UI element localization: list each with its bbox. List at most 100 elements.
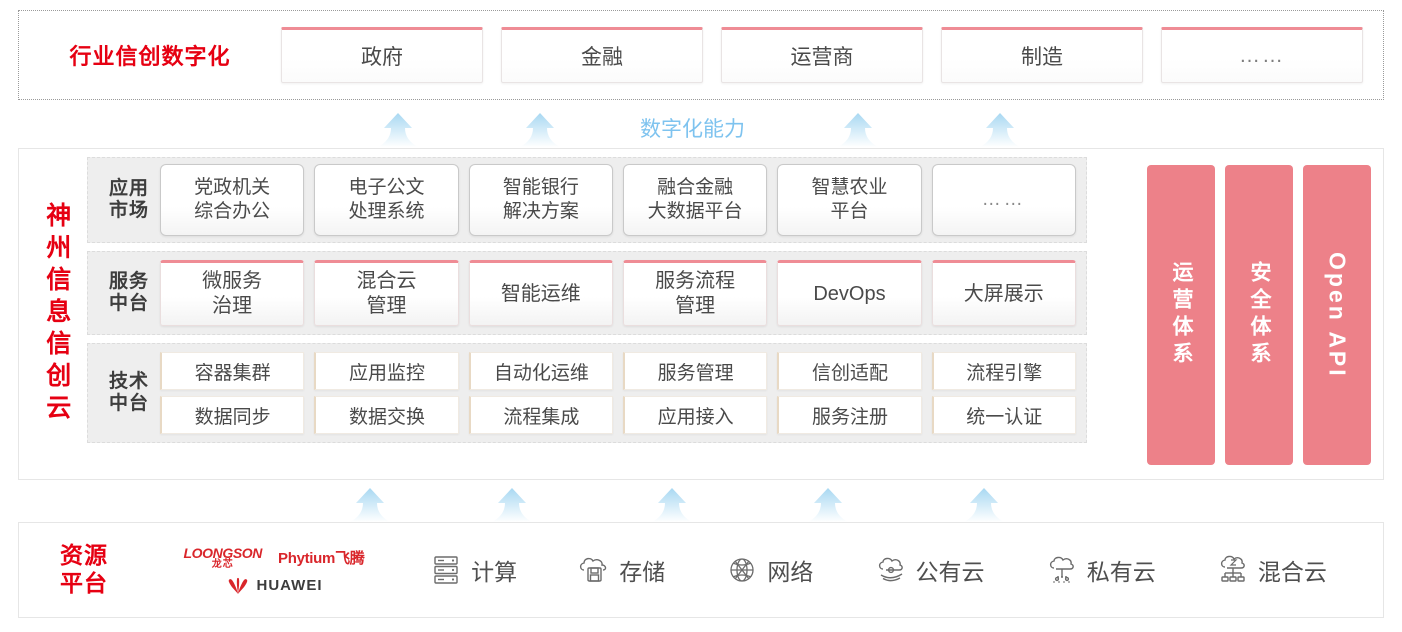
service-card-label: DevOps [813,282,886,305]
app-market-card-list: 党政机关 综合办公 电子公文 处理系统 智能银行 解决方案 融合金融 大数据平台… [160,164,1076,236]
app-card-line1: 智慧农业 平台 [811,177,888,222]
layer-row-service-platform: 服务 中台 微服务 治理 混合云 管理 智能运维 服务流程 管理 [87,251,1087,335]
tech-card-service-registry[interactable]: 服务注册 [777,396,922,434]
layer-label-line2: 市场 [108,200,149,221]
cloud-platform-body: 应用 市场 党政机关 综合办公 电子公文 处理系统 智能银行 解决方案 融合金融… [87,149,1383,479]
industry-card-finance[interactable]: 金融 [501,27,703,83]
pillar-label: 安全体系 [1248,261,1271,369]
service-card-big-screen[interactable]: 大屏展示 [931,260,1076,326]
resource-platform-title: 资源 平台 [19,542,149,597]
tech-card-grid: 容器集群 应用监控 自动化运维 服务管理 信创适配 流程引擎 数据同步 数据交换… [160,352,1076,434]
resource-title-line2: 平台 [60,570,108,596]
cloud-platform-title-block: 神州信息信创云 [19,149,87,479]
service-card-devops[interactable]: DevOps [777,260,922,326]
resource-item-label: 公有云 [915,559,985,585]
layer-label-line1: 应用 [108,178,149,200]
resource-item-hybrid-cloud[interactable]: 混合云 [1216,553,1327,587]
resource-item-label: 混合云 [1257,559,1327,585]
loongson-logo: LOONGSON 龙芯 [183,544,263,570]
industry-band-title: 行业信创数字化 [69,44,231,69]
resource-item-storage[interactable]: 存储 [577,553,665,587]
tech-card-data-sync[interactable]: 数据同步 [160,396,305,434]
service-card-label: 混合云 管理 [356,270,417,317]
service-card-hybrid-cloud-mgmt[interactable]: 混合云 管理 [314,260,459,326]
industry-card-government[interactable]: 政府 [281,27,483,83]
pillar-label: Open API [1324,251,1351,379]
service-card-microservice-governance[interactable]: 微服务 治理 [160,260,305,326]
up-arrow-icon [806,488,850,522]
app-card-fintech-bigdata[interactable]: 融合金融 大数据平台 [622,164,768,236]
industry-card-more[interactable]: …… [1161,27,1363,83]
capability-label: 数字化能力 [640,118,745,141]
up-arrow-icon [836,113,880,147]
network-globe-icon [725,554,759,586]
tech-card-process-integration[interactable]: 流程集成 [468,396,613,434]
layer-row-app-market: 应用 市场 党政机关 综合办公 电子公文 处理系统 智能银行 解决方案 融合金融… [87,157,1087,243]
loongson-logo-cn: 龙芯 [211,558,234,570]
private-cloud-icon [1045,554,1079,586]
pillar-security-system[interactable]: 安全体系 [1225,165,1293,465]
hybrid-cloud-icon [1216,554,1250,586]
loongson-logo-en: LOONGSON [183,544,263,561]
capability-arrow-strip: 数字化能力 [0,105,1402,147]
layer-label-service-platform: 服务 中台 [98,271,160,315]
tech-card-container-cluster[interactable]: 容器集群 [160,352,305,390]
cloud-platform-panel: 神州信息信创云 应用 市场 党政机关 综合办公 电子公文 处理系统 [18,148,1384,480]
resource-item-label: 存储 [619,559,666,585]
app-card-line1: 智能银行 解决方案 [502,177,579,222]
up-arrow-icon [978,113,1022,147]
resource-item-network[interactable]: 网络 [725,553,813,587]
vendor-logo-group: LOONGSON 龙芯 Phytium飞腾 HUAWEI [149,546,399,595]
up-arrow-icon [490,488,534,522]
layer-label-line2: 中台 [108,293,149,314]
tech-card-unified-auth[interactable]: 统一认证 [931,396,1076,434]
cloud-storage-icon [577,554,611,586]
industry-card-telecom[interactable]: 运营商 [721,27,923,83]
app-card-line1: 电子公文 处理系统 [348,177,425,222]
tech-card-data-exchange[interactable]: 数据交换 [314,396,459,434]
layer-rows: 应用 市场 党政机关 综合办公 电子公文 处理系统 智能银行 解决方案 融合金融… [87,157,1087,451]
industry-band: 行业信创数字化 政府 金融 运营商 制造 …… [18,10,1384,100]
app-card-line1: 融合金融 大数据平台 [647,177,743,222]
huawei-logo: HUAWEI [226,577,323,595]
service-card-process-mgmt[interactable]: 服务流程 管理 [622,260,768,326]
huawei-flower-icon [226,577,250,595]
up-arrow-icon [348,488,392,522]
phytium-logo: Phytium飞腾 [278,550,365,567]
service-card-smart-ops[interactable]: 智能运维 [468,260,613,326]
layer-label-line1: 服务 [108,271,149,293]
layer-label-tech-platform: 技术 中台 [98,371,160,415]
resource-item-private-cloud[interactable]: 私有云 [1045,553,1156,587]
resource-platform-panel: 资源 平台 LOONGSON 龙芯 Phytium飞腾 [18,522,1384,618]
tech-card-app-access[interactable]: 应用接入 [622,396,768,434]
app-card-smart-agriculture[interactable]: 智慧农业 平台 [777,164,922,236]
tech-card-process-engine[interactable]: 流程引擎 [931,352,1076,390]
up-arrow-icon [962,488,1006,522]
tech-card-service-mgmt[interactable]: 服务管理 [622,352,768,390]
layer-label-line1: 技术 [108,371,149,393]
app-card-gov-office[interactable]: 党政机关 综合办公 [160,164,305,236]
up-arrow-icon [518,113,562,147]
industry-card-manufacturing[interactable]: 制造 [941,27,1143,83]
server-rack-icon [429,554,463,586]
pillar-operations-system[interactable]: 运营体系 [1147,165,1215,465]
service-card-label: 大屏展示 [963,282,1044,305]
app-card-smart-bank[interactable]: 智能银行 解决方案 [468,164,613,236]
resource-item-compute[interactable]: 计算 [429,553,517,587]
app-card-more[interactable]: …… [931,164,1076,236]
service-card-label: 服务流程 管理 [655,270,736,317]
resource-item-label: 网络 [767,559,814,585]
tech-card-automated-ops[interactable]: 自动化运维 [468,352,613,390]
pillar-open-api[interactable]: Open API [1303,165,1371,465]
industry-card-list: 政府 金融 运营商 制造 …… [281,27,1383,83]
cloud-platform-title: 神州信息信创云 [42,202,71,426]
app-card-line1: 党政机关 综合办公 [194,177,271,222]
app-card-edoc-system[interactable]: 电子公文 处理系统 [314,164,459,236]
app-card-line1: …… [981,189,1026,211]
resource-item-public-cloud[interactable]: 公有云 [874,553,985,587]
layer-row-tech-platform: 技术 中台 容器集群 应用监控 自动化运维 服务管理 信创适配 流程引擎 [87,343,1087,443]
resource-item-label: 私有云 [1086,559,1156,585]
tech-card-xinchuang-adaptation[interactable]: 信创适配 [777,352,922,390]
resource-title-line1: 资源 [60,542,108,569]
tech-card-app-monitoring[interactable]: 应用监控 [314,352,459,390]
